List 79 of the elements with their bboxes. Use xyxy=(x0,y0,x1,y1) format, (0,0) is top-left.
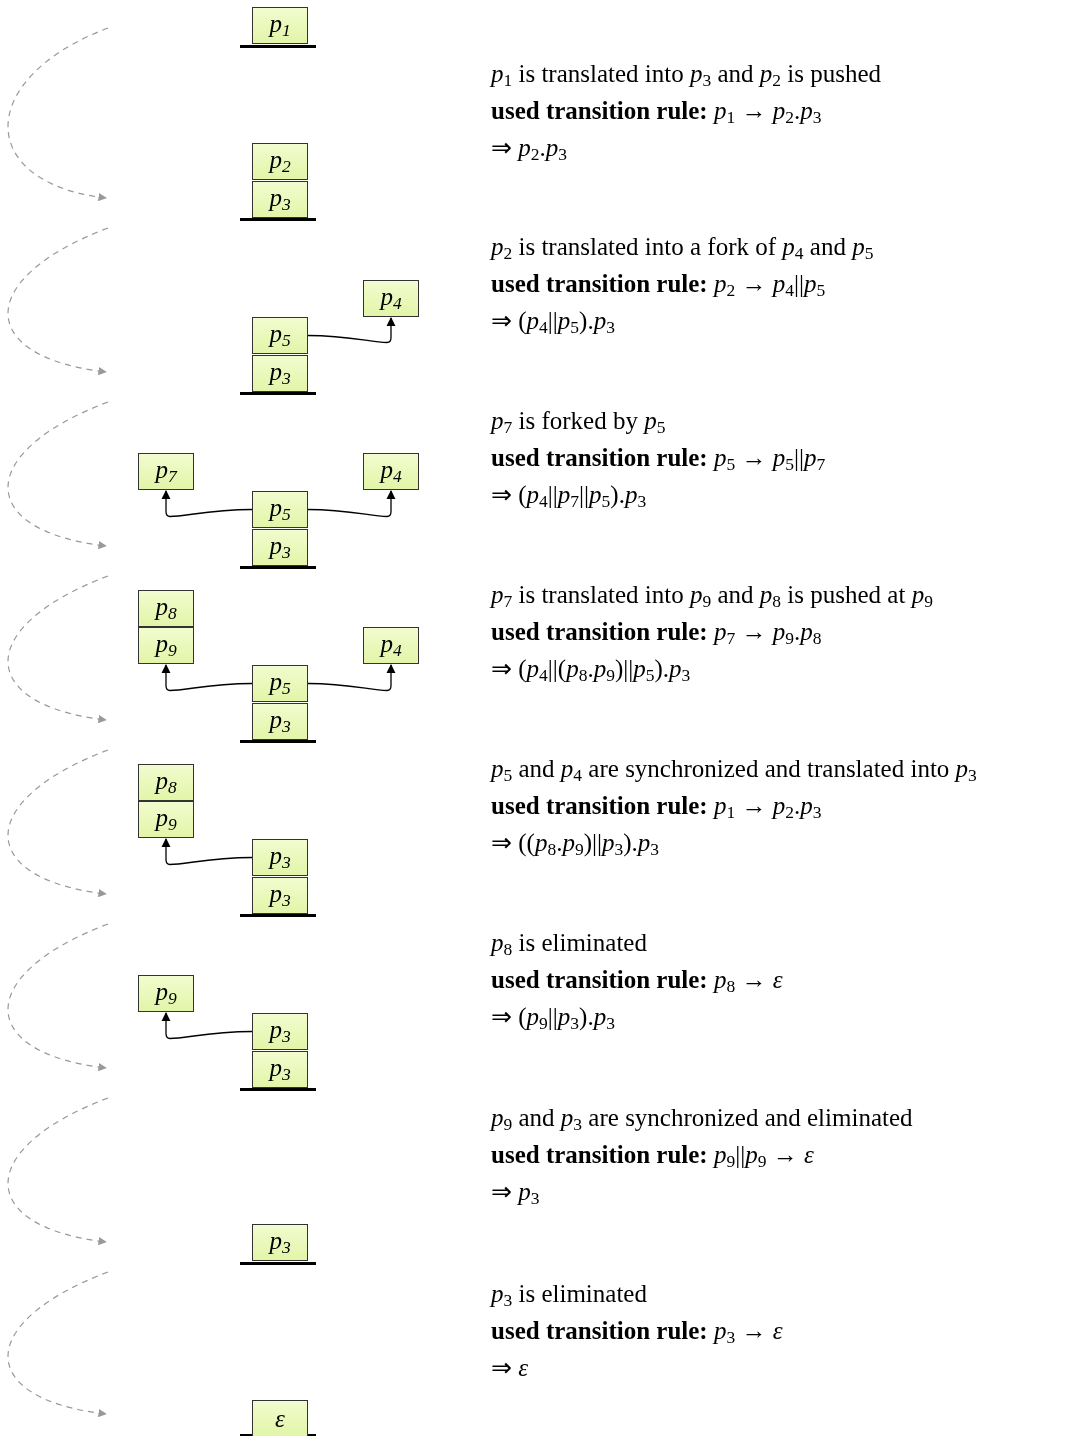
process-name: p$_{1}$ xyxy=(269,11,291,40)
process-box xyxy=(252,1224,308,1261)
process-name: p$_{3}$ xyxy=(269,707,291,736)
process-name: p$_{7}$ xyxy=(155,457,177,486)
process-name: p$_{4}$ xyxy=(380,284,402,313)
step-description: p$_{2}$ is translated into a fork of p$_{4}$ and p$_{5}$ xyxy=(491,232,874,265)
transition-rule: used transition rule: p$_{9}$||p$_{9}$ → ε xyxy=(491,1140,814,1173)
process-box xyxy=(252,355,308,392)
process-name: p$_{8}$ xyxy=(155,768,177,797)
process-name: p$_{4}$ xyxy=(380,457,402,486)
process-name: p$_{3}$ xyxy=(269,1055,291,1084)
arrow xyxy=(307,490,396,518)
process-name: p$_{3}$ xyxy=(269,843,291,872)
process-box xyxy=(138,453,194,490)
process-box xyxy=(363,453,419,490)
step-description: p$_{7}$ is translated into p$_{9}$ and p$_{8}$ is pushed at p$_{9}$ xyxy=(491,580,933,613)
process-name: p$_{3}$ xyxy=(269,1228,291,1257)
process-box xyxy=(252,181,308,218)
transition-rule: used transition rule: p$_{5}$ → p$_{5}$||p$_{7}$ xyxy=(491,443,826,476)
process-name: p$_{4}$ xyxy=(380,631,402,660)
process-box xyxy=(138,590,194,627)
process-box xyxy=(252,143,308,180)
process-name: p$_{9}$ xyxy=(155,631,177,660)
resulting-expression: ⇒ (p$_{9}$||p$_{3}$).p$_{3}$ xyxy=(491,1002,615,1035)
resulting-expression: ⇒ (p$_{4}$||p$_{7}$||p$_{5}$).p$_{3}$ xyxy=(491,480,647,513)
process-box xyxy=(252,1013,308,1050)
process-box xyxy=(252,7,308,44)
process-name: ε xyxy=(275,1406,285,1431)
arrow xyxy=(307,317,396,344)
process-box xyxy=(252,529,308,566)
process-box xyxy=(252,877,308,914)
process-name: p$_{5}$ xyxy=(269,321,291,350)
resulting-expression: ⇒ (p$_{4}$||p$_{5}$).p$_{3}$ xyxy=(491,306,615,339)
arrow xyxy=(307,664,396,692)
resulting-expression: ⇒ (p$_{4}$||(p$_{8}$.p$_{9}$)||p$_{5}$).p$_{3}$ xyxy=(491,654,691,687)
process-name: p$_{8}$ xyxy=(155,594,177,623)
process-box xyxy=(252,665,308,702)
process-box xyxy=(138,764,194,801)
process-name: p$_{9}$ xyxy=(155,979,177,1008)
arrow xyxy=(161,838,253,866)
transition-rule: used transition rule: p$_{3}$ → ε xyxy=(491,1316,783,1349)
transition-rule: used transition rule: p$_{1}$ → p$_{2}$.p$_{3}$ xyxy=(491,791,822,824)
step-description: p$_{9}$ and p$_{3}$ are synchronized and eliminated xyxy=(491,1103,913,1136)
transition-rule: used transition rule: p$_{2}$ → p$_{4}$||p$_{5}$ xyxy=(491,269,826,302)
step-description: p$_{8}$ is eliminated xyxy=(491,928,647,961)
resulting-expression: ⇒ ((p$_{8}$.p$_{9}$)||p$_{3}$).p$_{3}$ xyxy=(491,828,660,861)
process-name: p$_{3}$ xyxy=(269,881,291,910)
resulting-expression: ⇒ p$_{2}$.p$_{3}$ xyxy=(491,133,567,166)
transition-rule: used transition rule: p$_{7}$ → p$_{9}$.p$_{8}$ xyxy=(491,617,822,650)
process-name: p$_{5}$ xyxy=(269,669,291,698)
process-box xyxy=(252,1051,308,1088)
process-name: p$_{3}$ xyxy=(269,359,291,388)
process-box xyxy=(138,975,194,1012)
process-box xyxy=(138,627,194,664)
arrow xyxy=(161,490,253,518)
process-box xyxy=(252,1400,308,1436)
process-box xyxy=(252,839,308,876)
process-box xyxy=(252,703,308,740)
step-description: p$_{5}$ and p$_{4}$ are synchronized and translated into p$_{3}$ xyxy=(491,754,977,787)
process-name: p$_{3}$ xyxy=(269,533,291,562)
process-name: p$_{3}$ xyxy=(269,1017,291,1046)
transition-rule: used transition rule: p$_{8}$ → ε xyxy=(491,965,783,998)
process-name: p$_{3}$ xyxy=(269,185,291,214)
process-name: p$_{9}$ xyxy=(155,805,177,834)
transition-rule: used transition rule: p$_{1}$ → p$_{2}$.p$_{3}$ xyxy=(491,96,822,129)
process-box xyxy=(363,627,419,664)
resulting-expression: ⇒ p$_{3}$ xyxy=(491,1177,540,1210)
process-box xyxy=(363,280,419,317)
process-name: p$_{5}$ xyxy=(269,495,291,524)
arrow xyxy=(161,664,253,692)
step-description: p$_{1}$ is translated into p$_{3}$ and p$_{2}$ is pushed xyxy=(491,59,882,92)
step-description: p$_{3}$ is eliminated xyxy=(491,1279,647,1312)
process-box xyxy=(138,801,194,838)
process-name: p$_{2}$ xyxy=(269,147,291,176)
process-box xyxy=(252,491,308,528)
arrow xyxy=(161,1012,253,1040)
resulting-expression: ⇒ ε xyxy=(491,1353,529,1383)
step-description: p$_{7}$ is forked by p$_{5}$ xyxy=(491,406,666,439)
process-box xyxy=(252,317,308,354)
